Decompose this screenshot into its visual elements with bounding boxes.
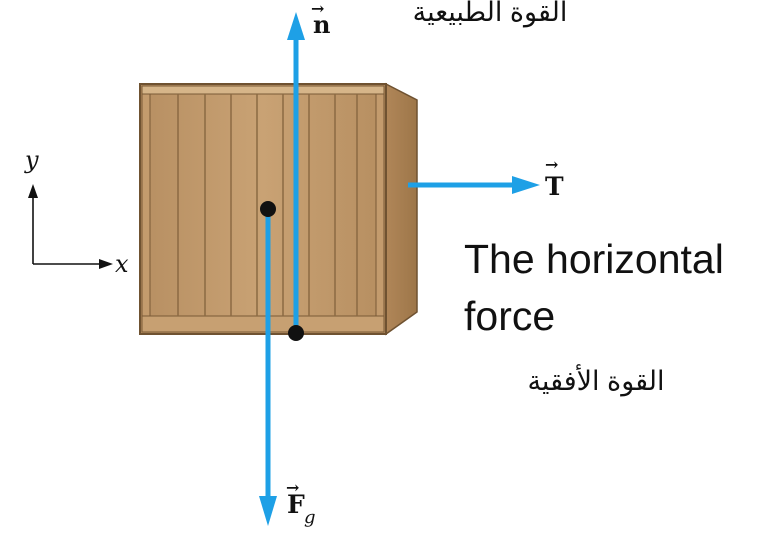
y-axis-label: y xyxy=(24,146,39,174)
gravity-vector-label: → F g xyxy=(286,478,316,528)
normal-vector-arrow-mark: → xyxy=(311,0,324,18)
normal-vector-label: → n xyxy=(311,0,330,39)
gravity-force-arrow xyxy=(259,212,277,526)
gravity-vector-arrow-mark: → xyxy=(286,478,299,497)
normal-vector-symbol: n xyxy=(313,10,330,39)
tension-vector-label: → T xyxy=(545,155,564,201)
normal-force-arrow xyxy=(287,12,305,334)
crate xyxy=(139,82,418,336)
crate-planks xyxy=(177,94,358,316)
horizontal-force-label-line2: force xyxy=(464,293,555,339)
horizontal-force-label-line1: The horizontal xyxy=(464,236,724,282)
horizontal-force-arabic-label: القوة الأفقية xyxy=(527,363,664,397)
tension-vector-symbol: T xyxy=(545,172,564,201)
x-axis-label: x xyxy=(115,250,129,278)
normal-force-arabic-label: القوة الطبيعية xyxy=(413,0,568,28)
coordinate-axes xyxy=(28,184,113,269)
crate-right-trim xyxy=(375,93,385,317)
crate-bottom-trim xyxy=(141,315,385,333)
gravity-vector-subscript: g xyxy=(304,507,316,528)
tension-vector-arrow-mark: → xyxy=(545,155,558,174)
center-of-mass-dot xyxy=(260,201,276,217)
contact-point-dot xyxy=(288,325,304,341)
crate-side-face xyxy=(385,82,418,336)
crate-left-trim xyxy=(141,93,151,317)
gravity-vector-symbol: F xyxy=(287,490,305,519)
tension-force-arrow xyxy=(408,176,540,194)
crate-top-trim xyxy=(141,85,385,95)
